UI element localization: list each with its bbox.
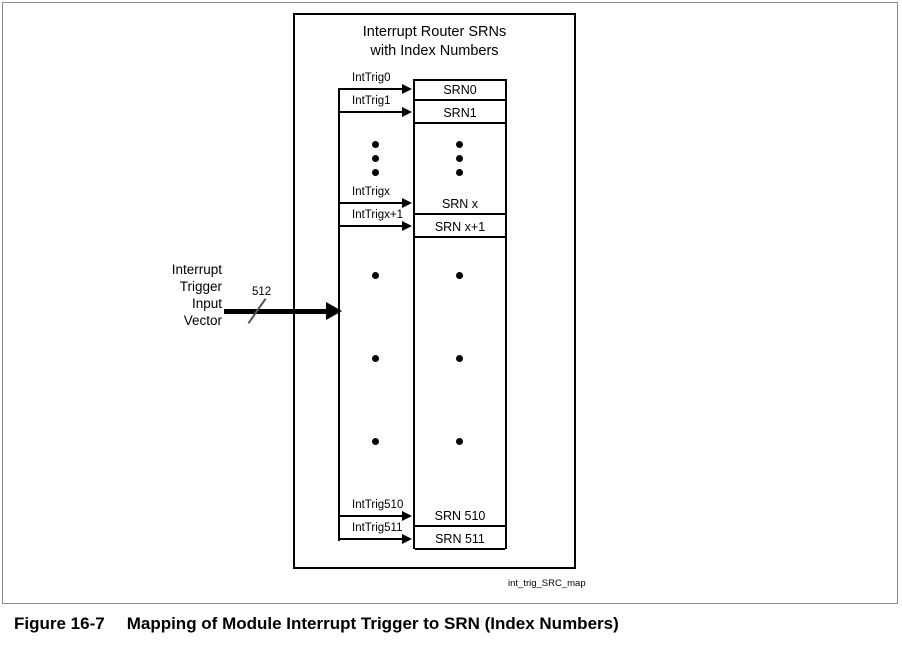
ellipsis-dot-icon	[372, 155, 379, 162]
input-vector-line-2: Trigger	[179, 279, 222, 294]
ellipsis-dot-icon	[372, 355, 379, 362]
ellipsis-dot-icon	[456, 141, 463, 148]
trigger-label: IntTrigx+1	[352, 209, 404, 221]
trigger-label: IntTrig0	[352, 72, 391, 84]
ellipsis-dot-icon	[372, 141, 379, 148]
trigger-arrow-line	[338, 538, 403, 540]
trigger-label: IntTrig510	[352, 499, 404, 511]
input-bus-line	[224, 309, 328, 314]
trigger-arrowhead-icon	[402, 220, 412, 231]
ellipsis-dot-icon	[456, 272, 463, 279]
bus-width-label: 512	[252, 286, 272, 298]
trigger-arrowhead-icon	[402, 197, 412, 208]
trigger-arrowhead-icon	[402, 510, 412, 521]
trigger-arrowhead-icon	[402, 533, 412, 544]
figure-number: Figure 16-7	[14, 614, 105, 633]
ellipsis-dot-icon	[372, 272, 379, 279]
figure-caption: Figure 16-7 Mapping of Module Interrupt T…	[14, 614, 619, 634]
input-bus-arrowhead-icon	[326, 302, 342, 320]
trigger-arrow-line	[338, 88, 403, 90]
trigger-label: IntTrig511	[352, 522, 403, 534]
srn-cell: SRN0	[415, 81, 505, 101]
input-vector-line-3: Input	[191, 296, 222, 311]
ellipsis-dot-icon	[456, 169, 463, 176]
trigger-arrow-line	[338, 202, 403, 204]
trigger-label: IntTrig1	[352, 95, 391, 107]
router-heading-line-1: Interrupt Router SRNs	[362, 24, 507, 40]
input-vector-line-1: Interrupt	[171, 262, 222, 277]
trigger-arrow-line	[338, 111, 403, 113]
ellipsis-dot-icon	[456, 355, 463, 362]
ellipsis-dot-icon	[372, 438, 379, 445]
ellipsis-dot-icon	[372, 169, 379, 176]
figure-title: Mapping of Module Interrupt Trigger to S…	[126, 614, 619, 633]
router-heading-line-2: with Index Numbers	[370, 43, 499, 59]
trigger-label: IntTrigx	[352, 186, 390, 198]
interrupt-trigger-input-vector-label: Interrupt Trigger Input Vector	[160, 261, 222, 329]
srn-cell: SRN 510	[415, 507, 505, 527]
ellipsis-dot-icon	[456, 155, 463, 162]
trigger-arrow-line	[338, 225, 403, 227]
srn-cell: SRN x+1	[415, 218, 505, 238]
ellipsis-dot-icon	[456, 438, 463, 445]
srn-cell: SRN1	[415, 104, 505, 124]
trigger-arrowhead-icon	[402, 83, 412, 94]
srn-cell: SRN 511	[415, 530, 505, 550]
router-heading: Interrupt Router SRNs with Index Numbers	[293, 23, 576, 61]
trigger-arrow-line	[338, 515, 403, 517]
input-vector-line-4: Vector	[183, 313, 222, 328]
srn-cell: SRN x	[415, 195, 505, 215]
artwork-id: int_trig_SRC_map	[508, 578, 586, 589]
trigger-arrowhead-icon	[402, 106, 412, 117]
